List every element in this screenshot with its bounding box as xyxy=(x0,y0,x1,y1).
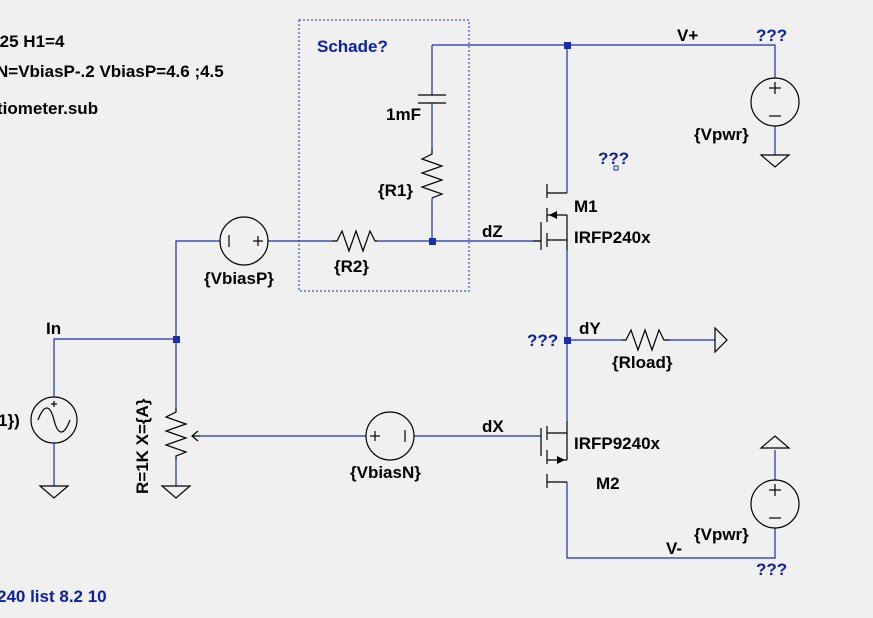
wires xyxy=(53,44,776,559)
junction-dy xyxy=(564,337,571,344)
pot-label: R=1K X={A} xyxy=(133,398,152,494)
source-vpwr-bottom[interactable] xyxy=(750,479,800,529)
resistor-r1[interactable] xyxy=(420,148,444,199)
directive-line3: tiometer.sub xyxy=(0,99,98,118)
resistor-rload[interactable] xyxy=(622,328,670,352)
junction-vplus xyxy=(564,42,571,49)
wire-vminus-rail[interactable] xyxy=(566,482,776,559)
wire-vplus-rail[interactable] xyxy=(432,44,776,78)
net-dx: dX xyxy=(482,417,504,436)
ground-vpwr-top xyxy=(759,154,791,168)
mosfet-m2[interactable] xyxy=(540,421,568,488)
directive-line1: :25 H1=4 xyxy=(0,32,65,51)
junction-in xyxy=(173,336,180,343)
r1-label: {R1} xyxy=(378,181,413,200)
wire-in[interactable] xyxy=(53,338,176,397)
m2-name: M2 xyxy=(596,474,620,493)
wire-vbiasp-left[interactable] xyxy=(175,240,220,408)
resistor-r2[interactable] xyxy=(332,229,378,253)
junction-dz xyxy=(429,238,436,245)
cap-label: 1mF xyxy=(386,105,421,124)
source-vin[interactable] xyxy=(30,396,78,444)
vpwr-top-label: {Vpwr} xyxy=(694,125,749,144)
m1-model: IRFP240x xyxy=(574,228,651,247)
net-vminus: V- xyxy=(666,539,682,558)
directive-footer: 240 list 8.2 10 xyxy=(0,587,107,606)
unknown-m1-marker xyxy=(613,165,619,171)
m1-name: M1 xyxy=(574,197,598,216)
net-in: In xyxy=(46,319,61,338)
source-vbiasp[interactable] xyxy=(219,216,269,266)
mosfet-m1[interactable] xyxy=(533,184,568,250)
directive-line2: N=VbiasP-.2 VbiasP=4.6 ;4.5 xyxy=(0,62,224,81)
unknown-vplus: ??? xyxy=(756,26,787,45)
unknown-vminus: ??? xyxy=(756,560,787,579)
ground-pot xyxy=(160,485,192,499)
schade-box xyxy=(298,19,470,292)
net-dy: dY xyxy=(579,319,601,338)
ground-rload xyxy=(714,326,728,354)
potentiometer[interactable] xyxy=(164,408,200,460)
unknown-dy: ??? xyxy=(527,331,558,350)
vpwr-bottom-label: {Vpwr} xyxy=(694,525,749,544)
vbiasn-label: {VbiasN} xyxy=(350,463,421,482)
vin-label: 1}) xyxy=(0,411,20,430)
net-vplus: V+ xyxy=(677,26,698,45)
rload-label: {Rload} xyxy=(612,353,673,372)
ground-vpwr-bottom xyxy=(759,435,791,449)
source-vpwr-top[interactable] xyxy=(750,77,800,127)
box-title: Schade? xyxy=(317,37,388,56)
vbiasp-label: {VbiasP} xyxy=(204,269,274,288)
ground-vin xyxy=(38,485,70,499)
r2-label: {R2} xyxy=(334,257,369,276)
capacitor-1mf[interactable] xyxy=(418,94,446,104)
m2-model: IRFP9240x xyxy=(574,434,661,453)
unknown-m1: ??? xyxy=(598,149,629,168)
source-vbiasn[interactable] xyxy=(365,411,415,461)
net-dz: dZ xyxy=(482,222,503,241)
